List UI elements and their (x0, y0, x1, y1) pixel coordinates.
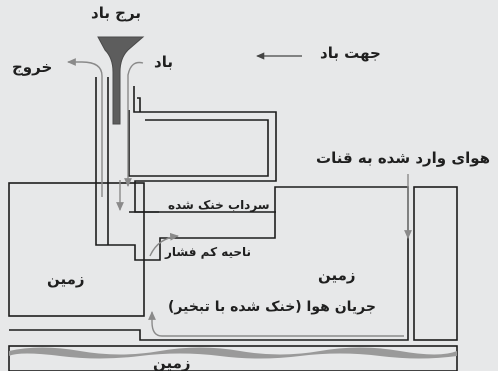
low-pressure-flow-arrow (149, 232, 179, 257)
tower-cap (97, 36, 145, 125)
water-wave (9, 347, 457, 359)
low-pressure-label: ناحیه کم فشار (165, 245, 252, 259)
tower-outer-wall (9, 77, 409, 341)
inlet-channel (128, 86, 277, 213)
air-into-qanat-label: هوای وارد شده به قنات (316, 149, 491, 167)
ground-strip-bottom (8, 345, 458, 371)
ground-block-right (413, 186, 458, 341)
wind-label: باد (154, 53, 173, 71)
exit-flow-arrow (67, 58, 103, 197)
ground-left-label: زمین (47, 270, 85, 288)
ground-block-left (8, 182, 145, 317)
exit-label: خروج (12, 58, 53, 76)
airflow-label: جریان هوا (خنک شده با تبخیر) (168, 299, 376, 315)
wind-direction-label: جهت باد (320, 44, 381, 62)
cooled-basement-label: سرداب خنک شده (168, 198, 270, 212)
tunnel-flow-arrow (148, 311, 404, 337)
tower-label: برج باد (91, 4, 141, 22)
ground-bottom-label: زمین (153, 354, 191, 371)
wind-in-arrow (124, 61, 144, 187)
ground-center-label: زمین (318, 266, 356, 284)
